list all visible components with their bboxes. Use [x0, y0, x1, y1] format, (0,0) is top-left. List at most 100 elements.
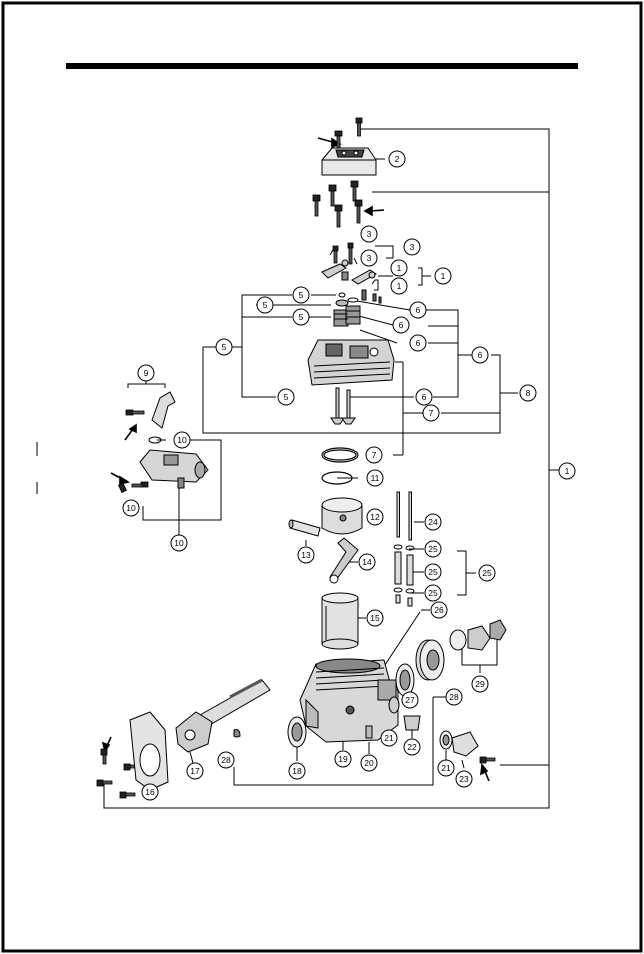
- callout-circle-5: [215, 338, 233, 356]
- callout-circle-3: [360, 225, 378, 243]
- callout-circle-25: [424, 584, 442, 602]
- callout-circle-25: [478, 564, 496, 582]
- callout-circle-5: [277, 388, 295, 406]
- callout-markers: 1233311155555666667789101010111213141516…: [122, 150, 576, 801]
- callout-label-10: 10: [126, 503, 136, 513]
- callout-label-6: 6: [399, 320, 404, 330]
- cylinder-head: [307, 339, 395, 386]
- callout-label-6: 6: [422, 392, 427, 402]
- callout-circle-1: [390, 277, 408, 295]
- callout-circle-5: [292, 308, 310, 326]
- callout-label-10: 10: [177, 435, 187, 445]
- callout-label-25: 25: [428, 567, 438, 577]
- callout-label-22: 22: [407, 742, 417, 752]
- callout-label-27: 27: [405, 695, 415, 705]
- callout-circle-5: [256, 296, 274, 314]
- callout-label-11: 11: [371, 473, 380, 483]
- callout-label-1: 1: [565, 466, 570, 476]
- callout-label-12: 12: [370, 512, 380, 522]
- callout-label-28: 28: [221, 755, 231, 765]
- callout-label-26: 26: [434, 605, 444, 615]
- callout-circle-28: [217, 751, 235, 769]
- callout-label-5: 5: [284, 392, 289, 402]
- small-parts: [233, 619, 507, 757]
- valve-springs: [333, 292, 361, 327]
- callout-label-5: 5: [299, 312, 304, 322]
- callout-circle-29: [471, 675, 489, 693]
- callout-circle-14: [358, 553, 376, 571]
- gaskets-rings: [321, 447, 359, 485]
- title-rule: [66, 63, 578, 69]
- callout-label-5: 5: [299, 290, 304, 300]
- callout-circle-1: [558, 462, 576, 480]
- callout-circle-10: [170, 534, 188, 552]
- callout-circle-3: [360, 249, 378, 267]
- callout-label-7: 7: [372, 450, 377, 460]
- callout-label-14: 14: [362, 557, 372, 567]
- callout-circle-11: [366, 469, 384, 487]
- callout-label-3: 3: [410, 242, 415, 252]
- callout-circle-21: [437, 759, 455, 777]
- leader-lines: [36, 128, 562, 809]
- callout-label-29: 29: [475, 679, 485, 689]
- callout-label-1: 1: [441, 271, 446, 281]
- pushrod-tubes: [393, 491, 415, 607]
- callout-label-25: 25: [428, 588, 438, 598]
- callout-circle-15: [366, 609, 384, 627]
- callout-label-17: 17: [190, 766, 200, 776]
- crankshaft: [175, 678, 271, 753]
- intake-parts: [139, 391, 209, 489]
- callout-circle-8: [519, 384, 537, 402]
- callout-label-16: 16: [145, 787, 155, 797]
- rocker-arms: [321, 259, 382, 304]
- rear-cover: [129, 711, 169, 791]
- callout-circle-6: [392, 316, 410, 334]
- callout-label-1: 1: [397, 281, 402, 291]
- callout-label-5: 5: [263, 300, 268, 310]
- callout-circle-16: [141, 783, 159, 801]
- crankcase: [299, 658, 399, 743]
- callout-label-9: 9: [144, 368, 149, 378]
- callout-label-6: 6: [416, 305, 421, 315]
- callout-circle-13: [297, 546, 315, 564]
- callout-label-5: 5: [222, 342, 227, 352]
- callout-circle-24: [424, 513, 442, 531]
- callout-circle-10: [122, 499, 140, 517]
- callout-circle-2: [388, 150, 406, 168]
- bearings: [287, 639, 453, 750]
- callout-circle-10: [173, 431, 191, 449]
- callout-label-15: 15: [370, 613, 380, 623]
- callout-label-21: 21: [384, 733, 394, 743]
- callout-label-21: 21: [441, 763, 451, 773]
- callout-circle-25: [424, 563, 442, 581]
- callout-circle-9: [137, 364, 155, 382]
- callout-label-6: 6: [478, 350, 483, 360]
- callout-label-3: 3: [367, 253, 372, 263]
- callout-label-24: 24: [428, 517, 438, 527]
- callout-label-28: 28: [449, 692, 459, 702]
- callout-label-19: 19: [338, 754, 348, 764]
- callout-circle-28: [445, 688, 463, 706]
- callout-circle-26: [430, 601, 448, 619]
- piston-group: [288, 497, 363, 584]
- callout-circle-6: [409, 334, 427, 352]
- callout-label-20: 20: [364, 758, 374, 768]
- callout-circle-25: [424, 540, 442, 558]
- callout-circle-1: [390, 259, 408, 277]
- callout-circle-22: [403, 738, 421, 756]
- callout-circle-20: [360, 754, 378, 772]
- callout-label-1: 1: [397, 263, 402, 273]
- callout-circle-12: [366, 508, 384, 526]
- callout-circle-6: [409, 301, 427, 319]
- callout-label-2: 2: [395, 154, 400, 164]
- screw-parts: [96, 117, 496, 799]
- callout-circle-3: [403, 238, 421, 256]
- cylinder-liner: [321, 592, 359, 650]
- callout-circle-23: [455, 770, 473, 788]
- callout-circle-5: [292, 286, 310, 304]
- callout-label-13: 13: [301, 550, 311, 560]
- callout-circle-6: [471, 346, 489, 364]
- callout-circle-1: [434, 267, 452, 285]
